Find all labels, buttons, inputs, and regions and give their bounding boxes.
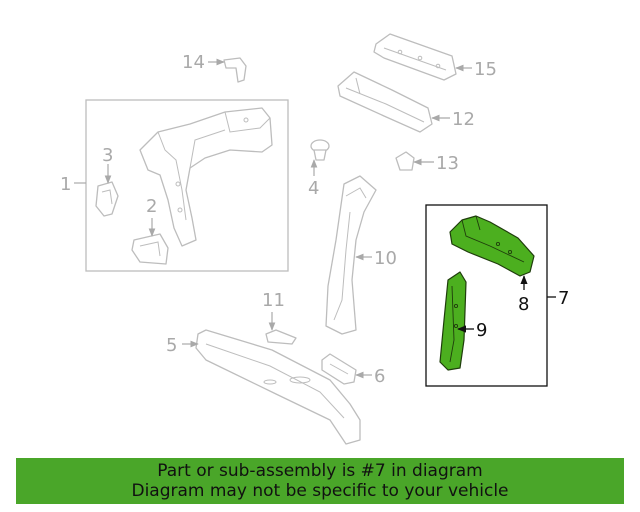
part-6-drawing [321, 353, 357, 385]
callout-6: 6 [374, 366, 385, 387]
callout-1: 1 [60, 174, 71, 195]
callout-11: 11 [262, 290, 285, 311]
part-8-drawing [449, 215, 535, 277]
callout-2: 2 [146, 196, 157, 217]
callout-5: 5 [166, 335, 177, 356]
callout-3: 3 [102, 145, 113, 166]
part-13-drawing [395, 151, 415, 171]
part-7-group-box [425, 204, 548, 387]
callout-8: 8 [518, 294, 529, 315]
callout-4: 4 [308, 178, 319, 199]
part-5-drawing [195, 329, 361, 445]
part-1-group-box [85, 99, 289, 272]
part-3-drawing [95, 181, 119, 217]
callout-10: 10 [374, 248, 397, 269]
part-2-drawing [131, 233, 169, 265]
callout-14: 14 [182, 52, 205, 73]
part-10-drawing [325, 175, 377, 335]
callout-7: 7 [558, 288, 569, 309]
callout-12: 12 [452, 109, 475, 130]
part-15-drawing [373, 33, 457, 81]
banner-line-1: Part or sub-assembly is #7 in diagram [157, 461, 483, 481]
part-1-drawing [139, 107, 273, 247]
callout-15: 15 [474, 59, 497, 80]
part-11-drawing [265, 329, 297, 345]
callout-13: 13 [436, 153, 459, 174]
banner-line-2: Diagram may not be specific to your vehi… [131, 481, 509, 501]
part-9-drawing [439, 271, 467, 371]
part-4-drawing [310, 139, 330, 161]
part-14-drawing [223, 57, 247, 83]
callout-9: 9 [476, 320, 487, 341]
part-12-drawing [337, 71, 433, 133]
info-banner: Part or sub-assembly is #7 in diagram Di… [16, 458, 624, 504]
